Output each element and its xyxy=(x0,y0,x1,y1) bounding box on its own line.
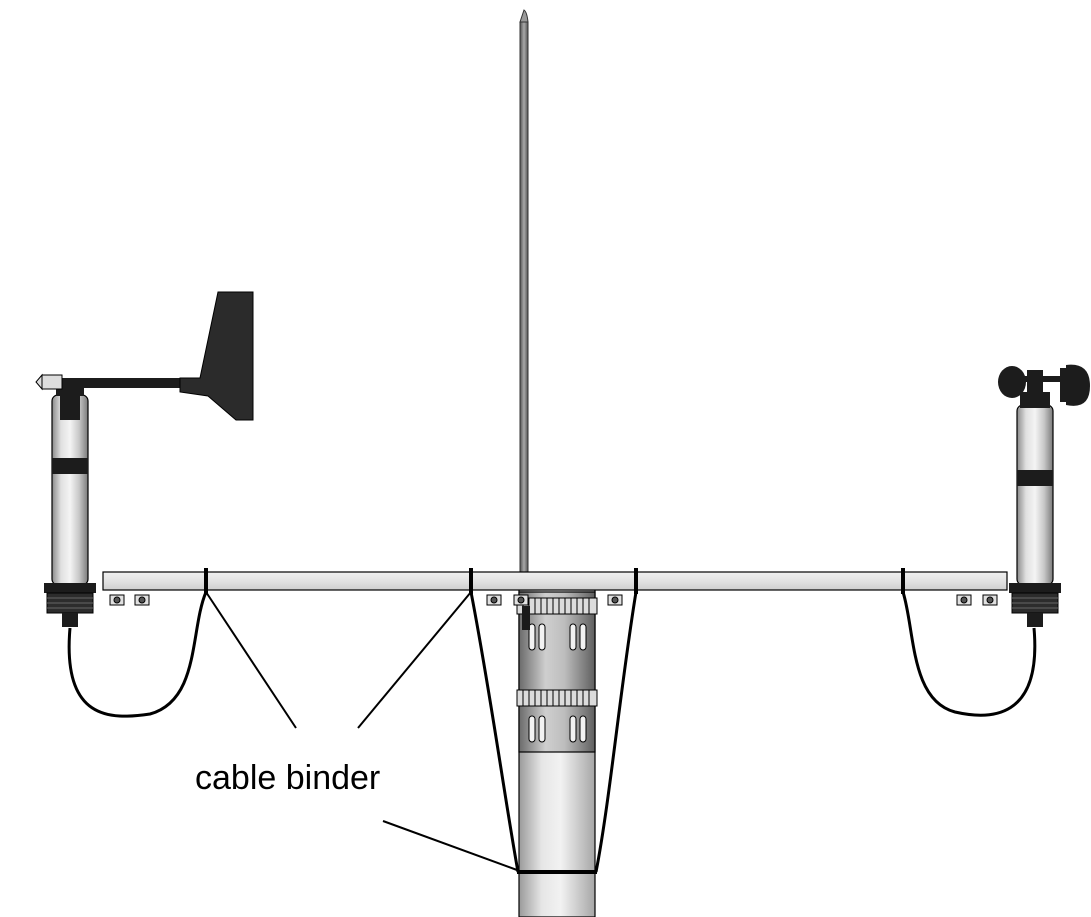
cable-binder-ties xyxy=(204,568,905,874)
crossarm xyxy=(102,571,1008,591)
sensor-cables xyxy=(67,591,1037,873)
lightning-rod xyxy=(519,9,529,575)
annotation-leader-lines xyxy=(205,591,518,871)
crossarm-bolts xyxy=(109,594,998,606)
wind-vane xyxy=(35,291,254,627)
mast-clamp xyxy=(516,591,598,753)
cable-binder-label: cable binder xyxy=(195,759,380,797)
cup-anemometer xyxy=(998,364,1090,627)
